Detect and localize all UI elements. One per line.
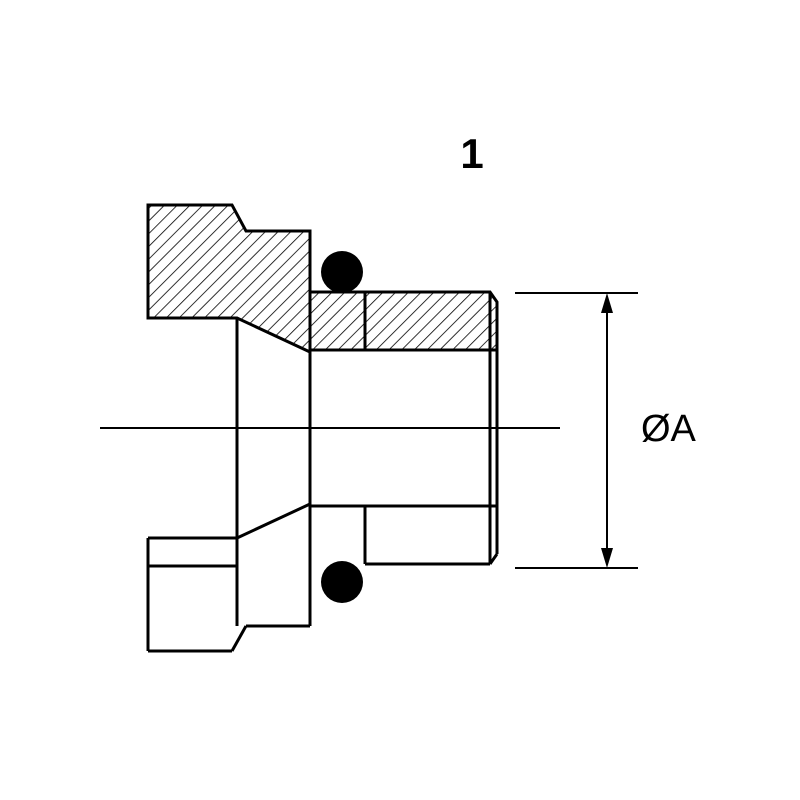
diameter-dimension-label: ØA <box>641 408 697 450</box>
dimension-arrow-top <box>601 293 613 313</box>
oring-upper <box>321 251 363 293</box>
oring-lower <box>321 561 363 603</box>
sealing-cone-lower <box>236 502 311 540</box>
nut-bottom-step <box>230 625 248 652</box>
stud-wall-section-hatched <box>308 290 499 352</box>
figure-number-label: 1 <box>460 130 483 177</box>
dimension-arrow-bottom <box>601 548 613 568</box>
